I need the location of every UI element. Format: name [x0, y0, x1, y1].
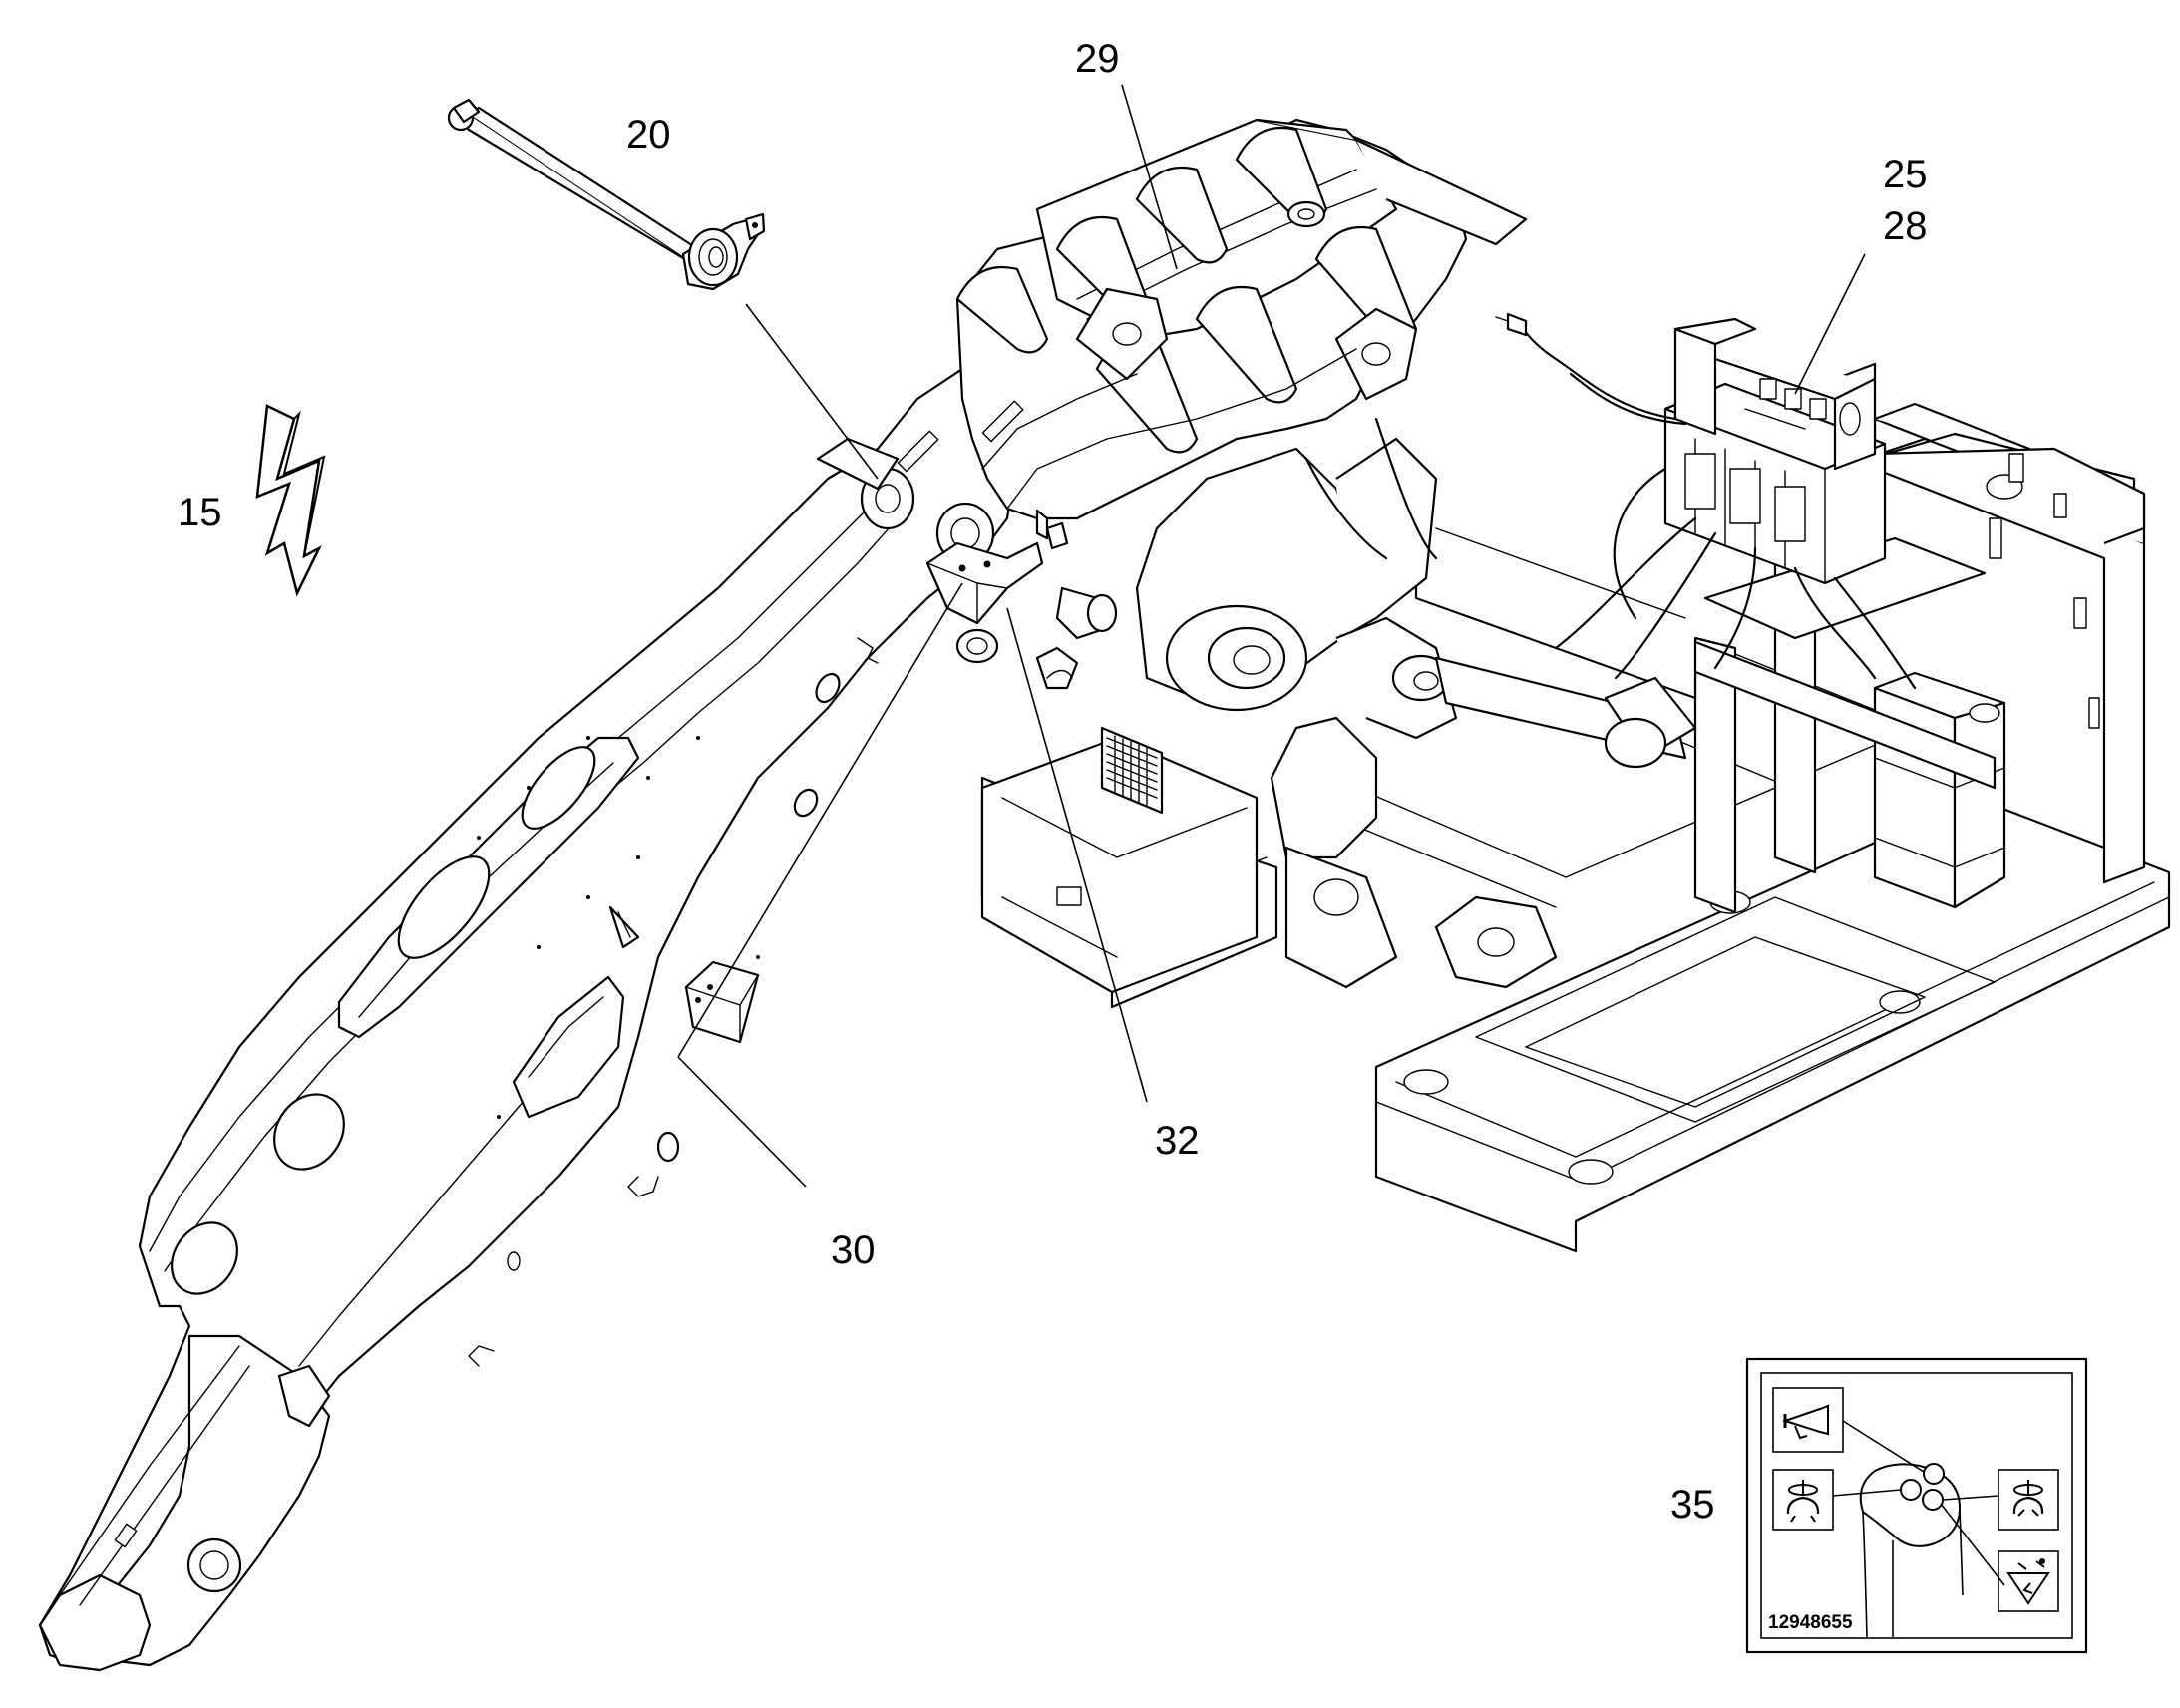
callout-28: 28 — [1883, 204, 1928, 248]
gripper-close-icon — [1998, 1469, 2059, 1531]
king-post — [1135, 437, 1697, 989]
leader-lines — [677, 84, 1866, 1188]
joystick-icon — [1832, 1420, 2005, 1638]
callout-15: 15 — [178, 491, 222, 534]
control-decal: 12948655 — [1745, 1357, 2088, 1654]
decal-part-number: 12948655 — [1768, 1612, 1853, 1633]
callout-30: 30 — [831, 1228, 876, 1272]
callout-35: 35 — [1670, 1483, 1715, 1527]
boom-head — [816, 118, 1528, 690]
pin-20 — [447, 98, 766, 291]
callout-20: 20 — [626, 113, 671, 157]
callout-25: 25 — [1883, 153, 1928, 196]
electrical-hazard-icon — [255, 404, 326, 597]
gripper-rotate-icon — [1998, 1550, 2059, 1612]
valve-block — [1495, 312, 1917, 690]
gripper-open-icon — [1772, 1469, 1834, 1531]
boom — [38, 357, 1019, 1672]
callout-29: 29 — [1075, 37, 1120, 81]
callout-32: 32 — [1155, 1119, 1200, 1163]
counterweight-frame — [980, 726, 1259, 994]
horn-icon — [1772, 1387, 1844, 1453]
